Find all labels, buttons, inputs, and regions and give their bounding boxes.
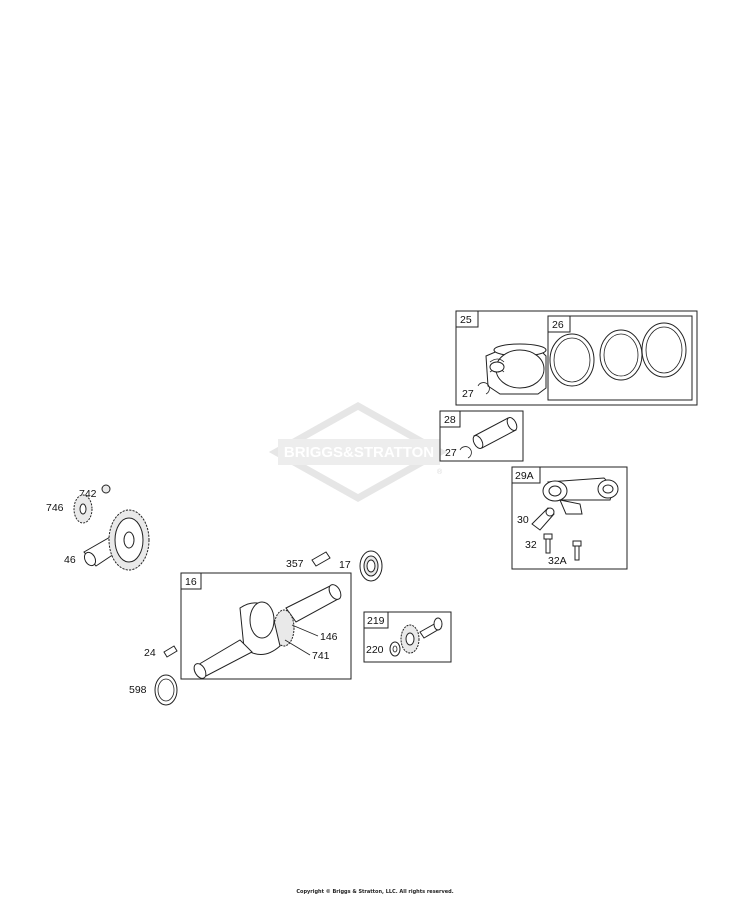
callout-146: 146: [320, 631, 338, 643]
piston-part: [485, 343, 547, 395]
crankshaft-part: [193, 584, 342, 679]
callout-24: 24: [144, 647, 156, 659]
group-box-219: [363, 611, 452, 663]
retaining-clip-part-a: [477, 382, 490, 395]
dowel-pin-part: [163, 645, 178, 658]
group-tag-29a: [511, 466, 541, 484]
rod-bolt-part: [543, 533, 582, 561]
group-box-16: [180, 572, 352, 680]
group-label-16: 16: [185, 576, 197, 588]
group-tag-25: [455, 310, 479, 328]
group-label-25: 25: [460, 314, 472, 326]
main-bearing-part: [359, 550, 383, 582]
leader-146: [291, 624, 319, 637]
drive-gear-part: [73, 494, 93, 524]
balancer-gear-part: [400, 617, 443, 654]
callout-30: 30: [517, 514, 529, 526]
group-label-28: 28: [444, 414, 456, 426]
callout-598: 598: [129, 684, 147, 696]
leader-741: [284, 639, 311, 656]
group-box-28: [439, 410, 524, 462]
retaining-clip-part-b: [459, 446, 472, 459]
callout-27b: 27: [445, 447, 457, 459]
group-box-26: [547, 315, 693, 401]
governor-gear-part: [101, 484, 111, 494]
copyright-footer: Copyright © Briggs & Stratton, LLC. All …: [296, 889, 454, 895]
group-label-26: 26: [552, 319, 564, 331]
group-tag-26: [547, 315, 571, 333]
group-box-25: [455, 310, 698, 406]
callout-220: 220: [366, 644, 384, 656]
group-label-219: 219: [367, 615, 385, 627]
watermark-text: BRIGGS&STRATTON: [284, 444, 434, 461]
group-tag-16: [180, 572, 202, 590]
watermark-registered-mark: ®: [437, 468, 443, 476]
callout-741: 741: [312, 650, 330, 662]
callout-32a: 32A: [548, 555, 567, 567]
callout-357: 357: [286, 558, 304, 570]
callout-27a: 27: [462, 388, 474, 400]
camshaft-part: [83, 509, 150, 571]
connecting-rod-part: [542, 477, 619, 515]
washer-part: [389, 641, 401, 657]
brand-watermark: BRIGGS&STRATTON ®: [268, 401, 448, 503]
key-part: [311, 551, 331, 567]
callout-32: 32: [525, 539, 537, 551]
callout-46: 46: [64, 554, 76, 566]
group-box-29a: [511, 466, 628, 570]
callout-17: 17: [339, 559, 351, 571]
piston-pin-part: [472, 417, 518, 449]
group-tag-28: [439, 410, 461, 428]
rod-cap-part: [531, 507, 555, 531]
group-tag-219: [363, 611, 389, 629]
callout-746: 746: [46, 502, 64, 514]
group-label-29a: 29A: [515, 470, 534, 482]
piston-rings-part: [549, 322, 687, 387]
seal-ring-part: [154, 674, 178, 706]
